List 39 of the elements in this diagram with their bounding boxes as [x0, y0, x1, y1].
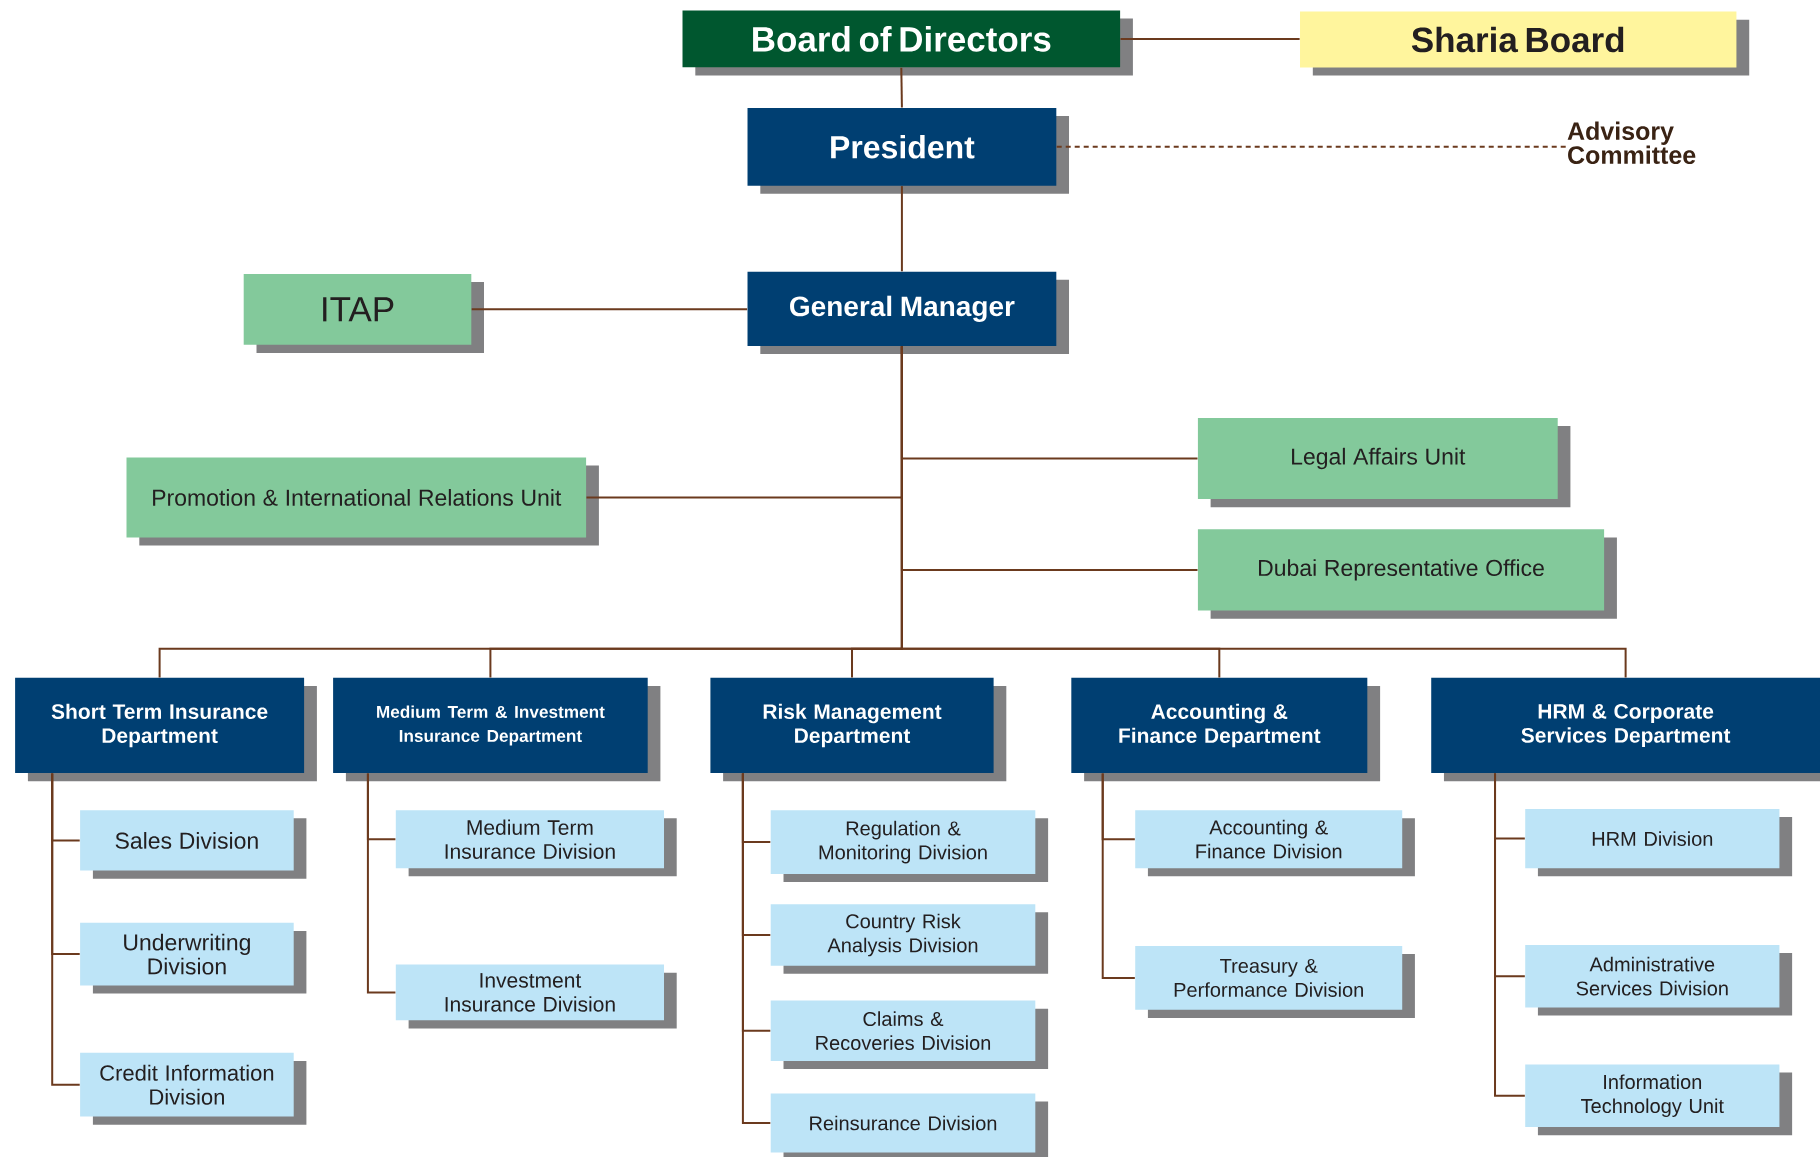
connector-line [51, 772, 81, 1086]
board-box: Sharia Board [1300, 11, 1750, 76]
department-box: Accounting & Finance Department [1071, 677, 1381, 782]
connector-line [366, 772, 397, 994]
unit-box: Promotion & International Relations Unit [126, 457, 599, 546]
department-box: Risk Management Department [710, 677, 1007, 782]
connector-line [741, 772, 772, 1124]
connector-line [1055, 145, 1568, 148]
connector-line [900, 185, 903, 273]
committee-label: Advisory Committee [1567, 121, 1696, 164]
division-box: Information Technology Unit [1525, 1064, 1793, 1136]
connector-line [1494, 772, 1526, 1097]
unit-box: Legal Affairs Unit [1197, 417, 1571, 508]
board-box: Board of Directors [682, 10, 1133, 76]
division-box: Claims & Recoveries Division [770, 1000, 1049, 1069]
division-box: Sales Division [80, 810, 307, 879]
division-box: HRM Division [1525, 809, 1793, 877]
division-box: Underwriting Division [80, 922, 307, 994]
connector-line [1119, 37, 1301, 40]
connector-line [900, 66, 903, 109]
division-box: Treasury & Performance Division [1135, 946, 1415, 1018]
division-box: Country Risk Analysis Division [770, 904, 1049, 974]
executive-box: President [747, 107, 1069, 194]
department-box: Medium Term & Investment Insurance Department [333, 677, 661, 782]
unit-box: ITAP [243, 273, 484, 353]
division-box: Administrative Services Division [1525, 944, 1793, 1016]
executive-box: General Manager [747, 271, 1069, 354]
division-box: Accounting & Finance Division [1135, 810, 1415, 877]
connector-line [899, 345, 1627, 679]
unit-box: Dubai Representative Office [1197, 529, 1617, 619]
division-box: Credit Information Division [80, 1052, 307, 1125]
department-box: Short Term Insurance Department [15, 677, 317, 782]
division-box: Medium Term Insurance Division [395, 810, 677, 877]
connector-line [470, 308, 749, 311]
connector-line [1101, 772, 1136, 979]
division-box: Investment Insurance Division [395, 964, 677, 1029]
department-box: HRM & Corporate Services Department [1431, 677, 1820, 782]
division-box: Regulation & Monitoring Division [770, 810, 1049, 883]
division-box: Reinsurance Division [770, 1093, 1049, 1157]
